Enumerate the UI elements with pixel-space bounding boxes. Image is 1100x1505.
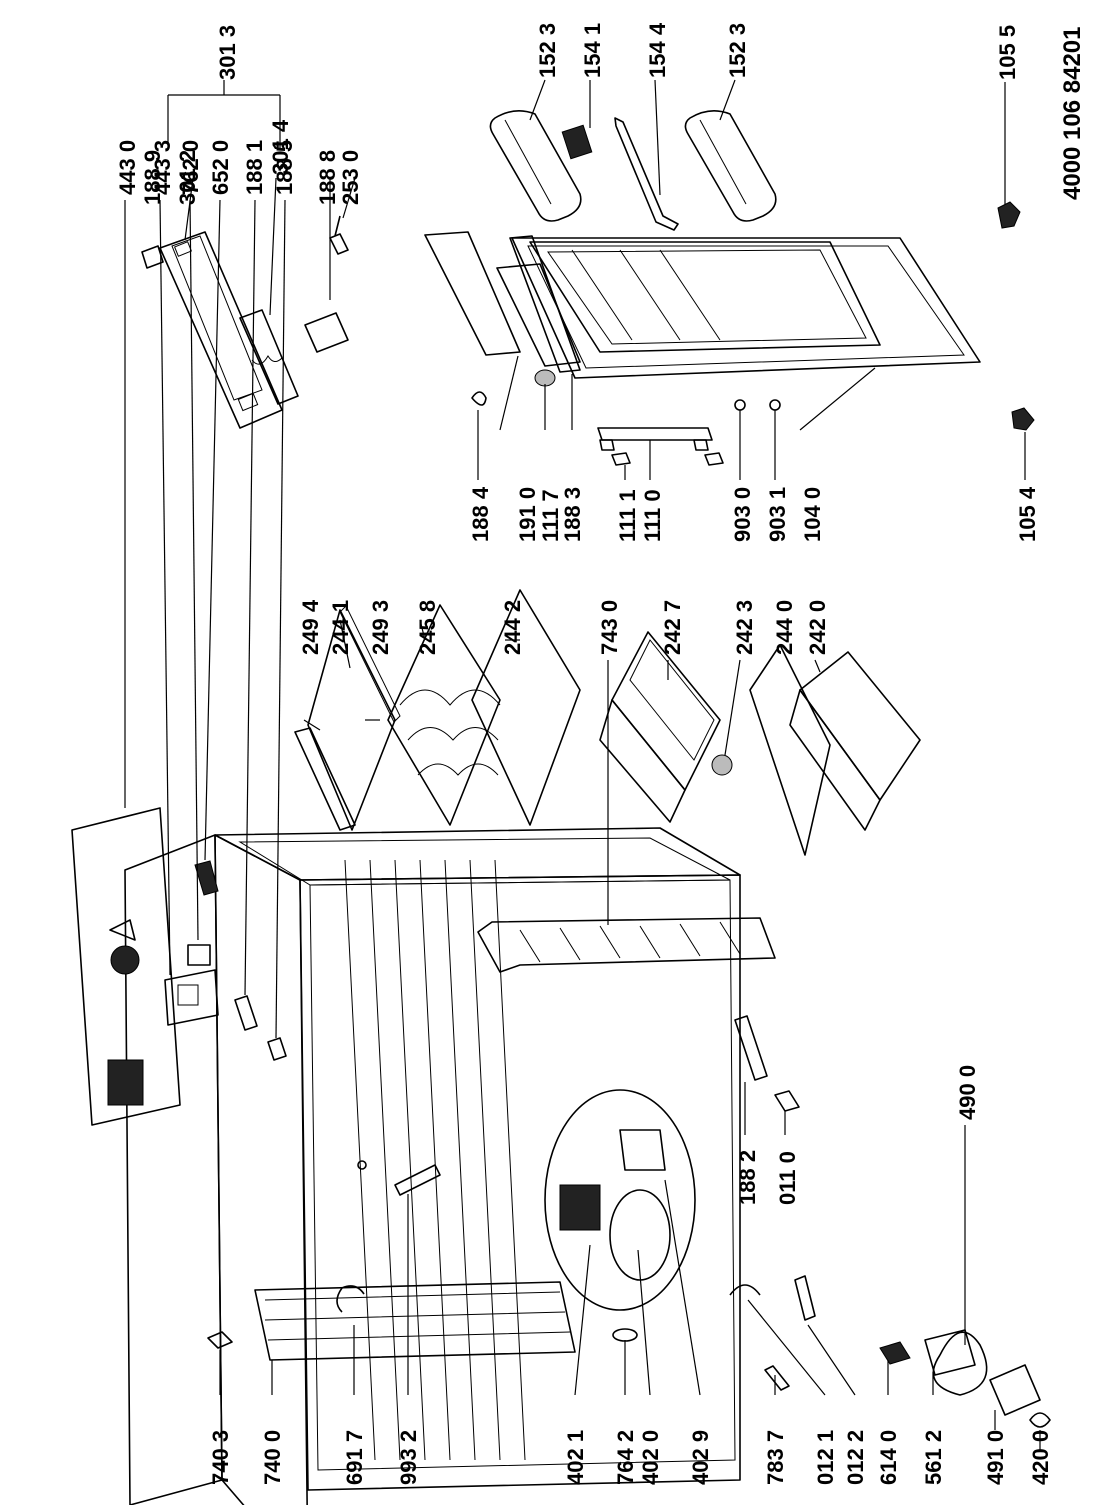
label-111-0: 111 0 [640,489,665,542]
label-188-5: 188 5 [272,140,297,195]
label-740-3: 740 3 [208,1430,233,1485]
door-drawing [424,231,981,431]
label-152-3-left: 152 3 [535,23,560,78]
fan-assembly-drawing [71,200,181,1126]
compressor-group-drawing [544,1089,701,1396]
label-249-3: 249 3 [368,600,393,655]
label-301-3: 301 3 [215,25,240,80]
label-244-2: 244 2 [500,600,525,655]
label-245-8: 245 8 [415,600,440,655]
label-903-1: 903 1 [765,487,790,542]
label-188-8: 188 8 [315,150,340,205]
label-762-0: 762 0 [178,140,203,195]
label-764-2: 764 2 [613,1430,638,1485]
label-188-1: 188 1 [242,140,267,195]
crisper-drawers-drawing [599,631,921,831]
label-191-0: 191 0 [515,487,540,542]
label-443-3: 443 3 [150,140,175,195]
label-154-4: 154 4 [645,22,670,78]
label-152-3-right: 152 3 [725,23,750,78]
label-614-0: 614 0 [876,1430,901,1485]
label-105-4: 105 4 [1015,486,1040,542]
handle-drawing [597,399,781,480]
label-301-4: 301 4 [268,119,293,175]
label-652-0: 652 0 [208,140,233,195]
door-bins-drawing [489,79,777,231]
label-691-7: 691 7 [342,1430,367,1485]
label-402-1: 402 1 [563,1430,588,1485]
label-105-5: 105 5 [995,25,1020,80]
label-188-9: 188 9 [140,150,165,205]
label-242-3: 242 3 [732,600,757,655]
label-012-1: 012 1 [813,1430,838,1485]
label-743-0: 743 0 [597,600,622,655]
label-301-2: 301 2 [175,150,200,205]
label-242-0: 242 0 [805,600,830,655]
label-104-0: 104 0 [800,487,825,542]
document-code: 4000 106 84201 [1059,26,1086,200]
label-903-0: 903 0 [730,487,755,542]
label-443-0: 443 0 [115,140,140,195]
label-249-4: 249 4 [298,599,323,655]
part-labels: 301 3 188 9 301 2 301 4 188 8 253 0 152 … [115,22,1086,1485]
control-panel-drawing [141,80,356,429]
label-111-1: 111 1 [615,489,640,542]
label-740-0: 740 0 [260,1430,285,1485]
label-783-7: 783 7 [763,1430,788,1485]
label-188-3: 188 3 [560,487,585,542]
label-491-0: 491 0 [983,1430,1008,1485]
cabinet-drawing [124,827,741,1505]
divider-drawing [477,660,776,973]
label-242-7: 242 7 [660,600,685,655]
shelves-drawing [294,589,831,856]
label-188-4: 188 4 [468,486,493,542]
hinge-parts-drawing [471,82,1035,480]
label-154-1: 154 1 [580,23,605,78]
label-561-2: 561 2 [921,1430,946,1485]
thermostat-group-drawing [159,199,287,1061]
label-012-2: 012 2 [843,1430,868,1485]
label-244-1: 244 1 [328,600,353,655]
small-parts-drawing [729,1015,1051,1450]
label-253-0: 253 0 [338,150,363,205]
rear-panel-drawing [207,1281,638,1395]
label-188-2: 188 2 [735,1150,760,1205]
label-490-0: 490 0 [955,1065,980,1120]
label-420-0: 420 0 [1028,1430,1053,1485]
label-244-0: 244 0 [772,600,797,655]
label-011-0: 011 0 [775,1151,800,1205]
label-111-7: 111 7 [538,489,563,542]
label-993-2: 993 2 [396,1430,421,1485]
label-402-0: 402 0 [638,1430,663,1485]
label-402-9: 402 9 [688,1430,713,1485]
